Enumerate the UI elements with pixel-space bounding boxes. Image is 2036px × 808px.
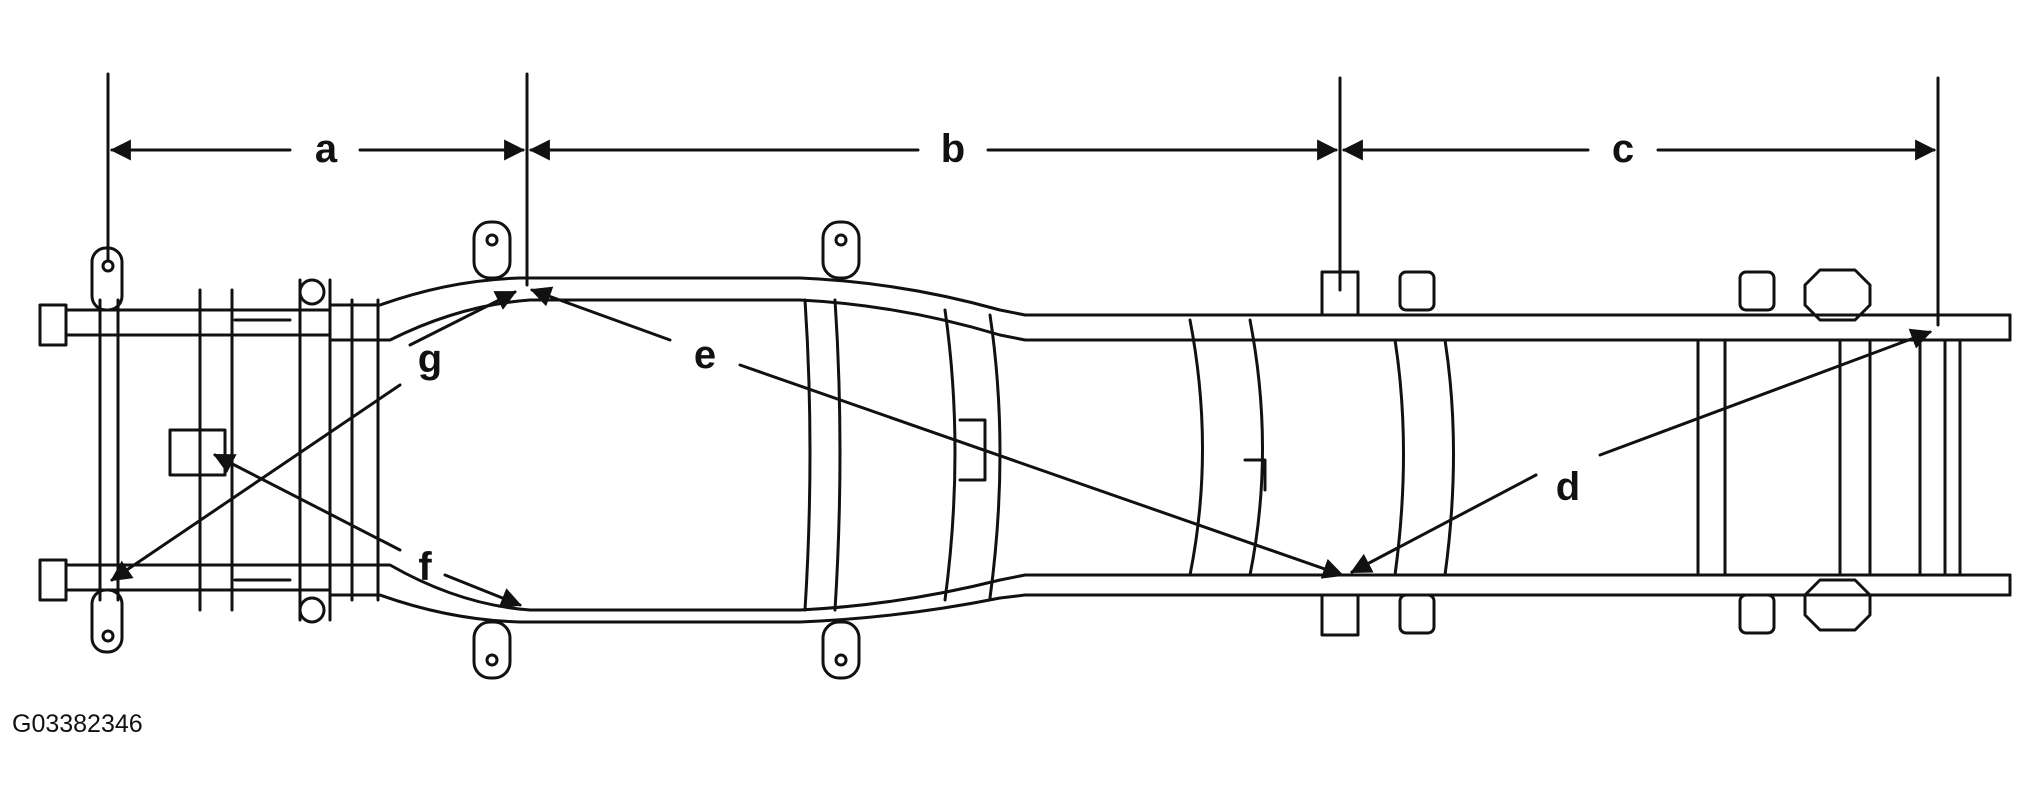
- label-g: g: [418, 337, 442, 381]
- diagonal-arrows: [110, 286, 1932, 608]
- label-f: f: [418, 545, 432, 589]
- dimension-lines: [106, 72, 1940, 327]
- left-frame-rail: [328, 276, 2012, 342]
- right-frame-rail: [328, 563, 2012, 624]
- label-d: d: [1556, 465, 1580, 509]
- label-a: a: [315, 127, 338, 171]
- crossmembers: [803, 298, 1962, 612]
- body-mount-brackets: [472, 220, 1872, 680]
- vehicle-frame: [38, 220, 2012, 680]
- figure-id: G03382346: [12, 710, 143, 738]
- label-e: e: [694, 333, 716, 377]
- front-crossmember: [38, 246, 380, 654]
- dimension-labels: a b c e d g f: [315, 127, 1634, 589]
- label-c: c: [1612, 127, 1634, 171]
- label-b: b: [941, 127, 965, 171]
